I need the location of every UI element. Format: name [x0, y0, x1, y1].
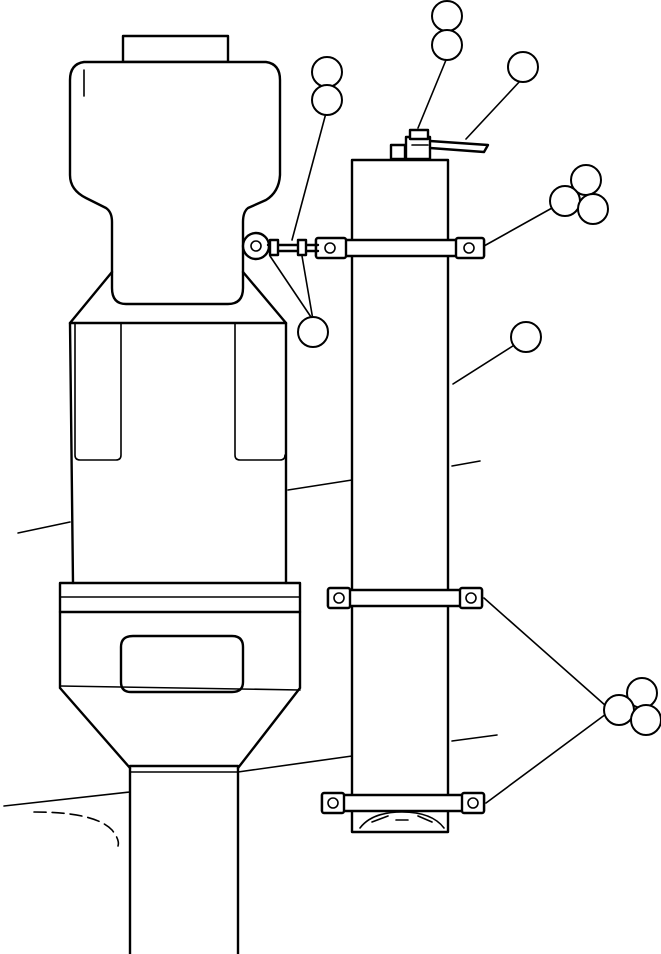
callout-bracket-c — [577, 193, 609, 225]
precleaner-cap — [121, 34, 230, 64]
bracket-eye-bolt — [250, 240, 262, 252]
callout-tube — [510, 321, 542, 353]
callout-top-b — [431, 29, 463, 61]
air-cleaner-body — [68, 321, 288, 585]
body-panel-right — [234, 322, 286, 461]
sensor-connector — [389, 128, 432, 161]
upper-transition — [68, 270, 288, 325]
bracket-eye — [241, 231, 271, 261]
callout-harness — [507, 51, 539, 83]
exhaust-tube — [350, 158, 450, 834]
air-cleaner-assembly — [58, 34, 302, 954]
callout-bolts — [297, 316, 329, 348]
body-panel-left — [74, 322, 122, 461]
exhaust-assembly — [266, 128, 490, 834]
wiring-harness — [428, 139, 490, 154]
hood-curve — [33, 811, 120, 847]
callout-top-a — [431, 0, 463, 32]
callout-clamps-b — [603, 694, 635, 726]
leader-lines — [269, 59, 607, 804]
callout-cap-b — [311, 84, 343, 116]
exhaust-mounting-clamp-middle — [326, 586, 484, 610]
outlet-pipe — [128, 764, 240, 954]
callout-cap-a — [311, 56, 343, 88]
frame-reference-lines — [3, 460, 498, 847]
exhaust-mounting-bracket — [266, 236, 486, 260]
access-window — [119, 634, 245, 694]
exhaust-mounting-clamp-bottom — [320, 791, 486, 815]
lower-housing — [58, 610, 302, 770]
callout-clamps-c — [630, 704, 661, 736]
callout-bracket-b — [549, 185, 581, 217]
lower-housing-seam — [59, 685, 301, 691]
tube-outlet — [359, 811, 445, 829]
precleaner-bowl — [68, 60, 282, 306]
callout-balloons — [297, 0, 661, 736]
